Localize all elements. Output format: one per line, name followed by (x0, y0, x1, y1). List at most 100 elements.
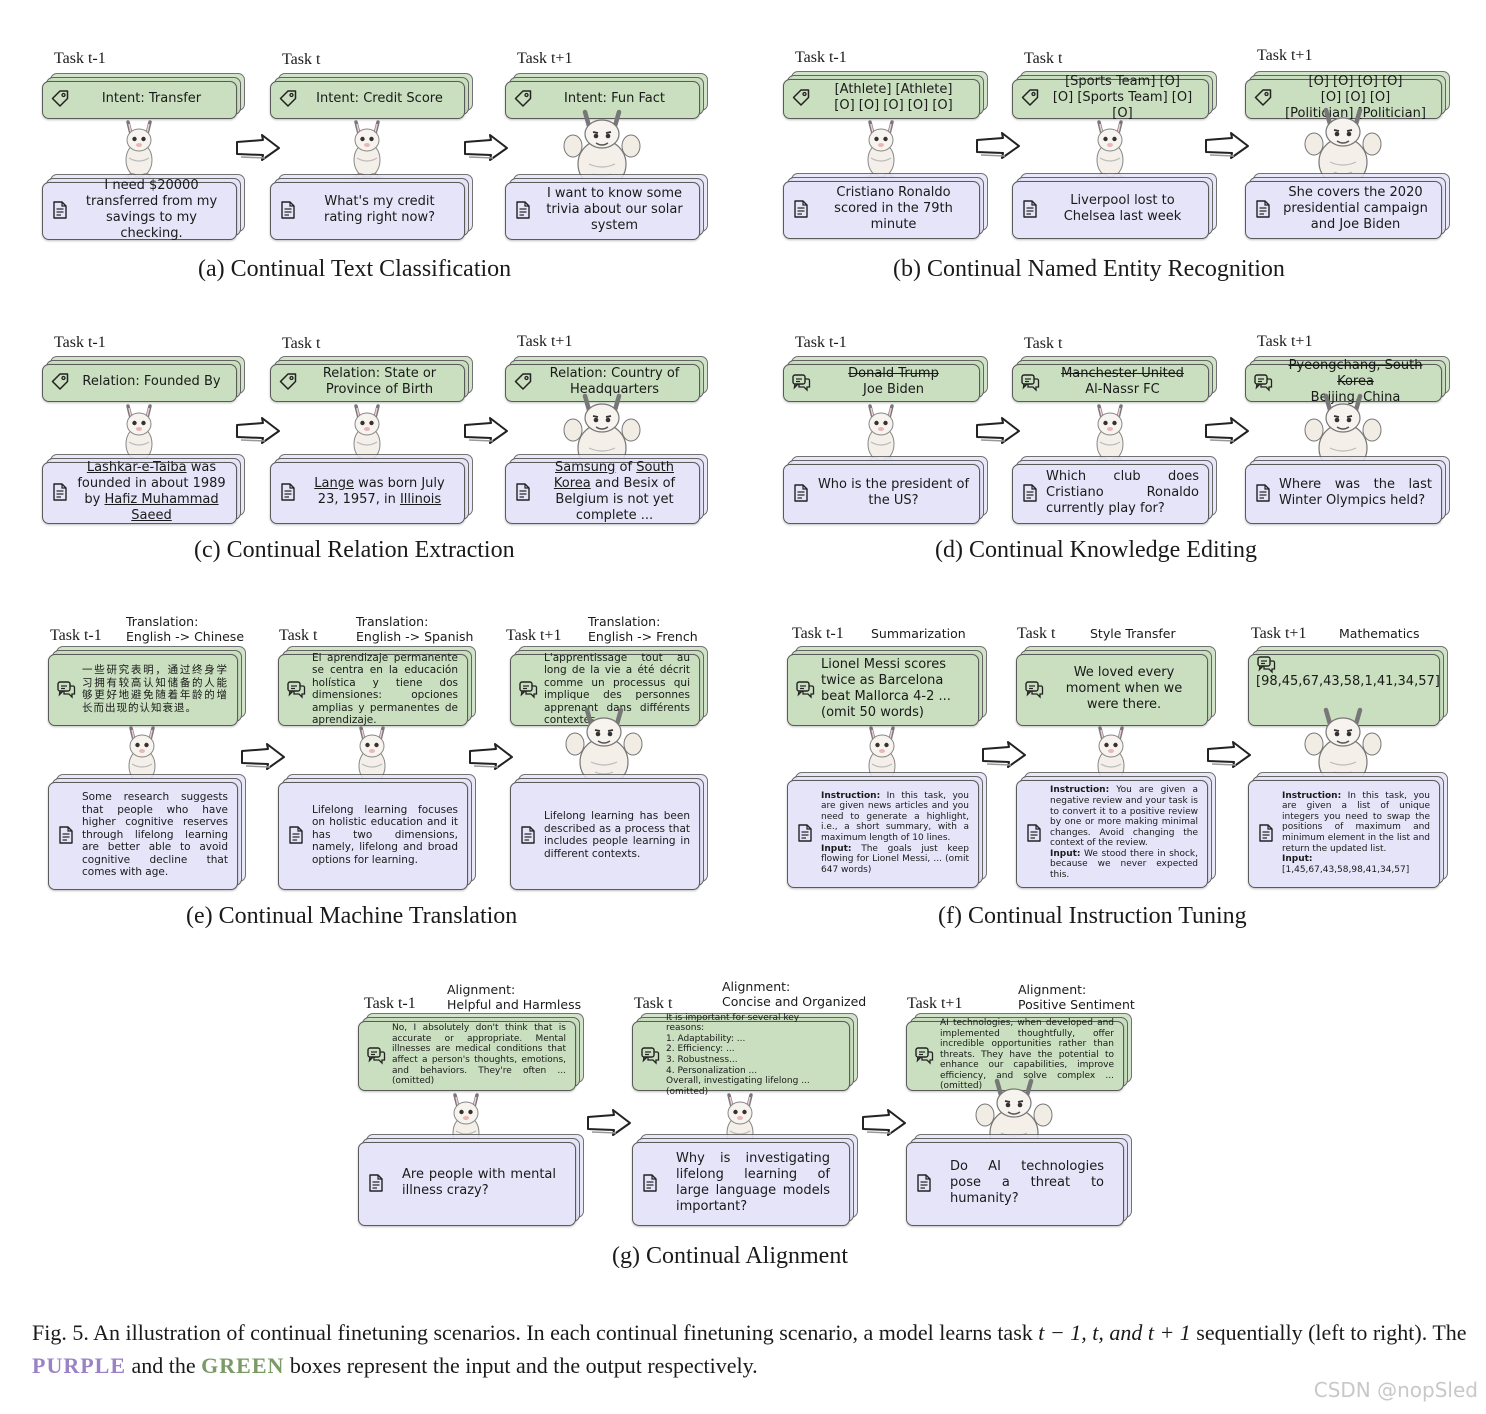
box-layer (1012, 181, 1209, 239)
box-text: Samsung of South Korea and Besix of Belg… (539, 460, 690, 524)
box-content: El aprendizaje permanente se centra en l… (278, 651, 466, 727)
subtask-label: Alignment: (1018, 982, 1087, 997)
figure-caption-suffix: boxes represent the input and the output… (284, 1353, 758, 1378)
input-box: Do AI technologies pose a threat to huma… (906, 1134, 1132, 1226)
box-layer (48, 782, 238, 890)
document-icon (53, 201, 67, 219)
document-icon (917, 1174, 931, 1192)
new-fact: Joe Biden (863, 382, 924, 397)
box-content: Lifelong learning has been described as … (510, 782, 698, 888)
output-text: L'apprentissage tout au long de la vie a… (544, 651, 690, 727)
box-content: Relation: State or Province of Birth (270, 364, 463, 400)
subtask-label: Style Transfer (1090, 626, 1176, 641)
box-text: Intent: Transfer (76, 91, 227, 107)
box-content: Cristiano Ronaldo scored in the 79th min… (783, 181, 978, 237)
task-label: Task t-1 (54, 50, 106, 67)
box-text: No, I absolutely don't think that is acc… (392, 1023, 566, 1087)
box-content: Why is investigating lifelong learning o… (632, 1142, 848, 1224)
chat-icon (915, 1047, 934, 1065)
input-text: The goals just keep flowing for Lionel M… (821, 843, 969, 875)
box-layer (42, 81, 237, 119)
box-layer (270, 462, 465, 524)
output-box: Intent: Transfer (42, 73, 245, 119)
task-label: Task t (1024, 50, 1063, 67)
output-text: No, I absolutely don't think that is acc… (392, 1023, 566, 1087)
instruction-key: Instruction: (1050, 785, 1110, 796)
box-content: Which club does Cristiano Ronaldo curren… (1012, 464, 1207, 522)
tag-icon (279, 90, 297, 107)
output-line: 4. Personalization ... (666, 1065, 758, 1076)
box-layer (505, 81, 700, 119)
input-text: Where was the last Winter Olympics held? (1279, 477, 1432, 508)
box-layer (783, 181, 980, 239)
input-box: Are people with mental illness crazy? (358, 1134, 584, 1226)
entity-tail: Illinois (399, 492, 442, 507)
box-content: Relation: Founded By (42, 364, 235, 400)
output-box: [Athlete] [Athlete][O] [O] [O] [O] [O] (783, 71, 988, 119)
box-layer (787, 654, 979, 726)
subtask-label: English -> Spanish (356, 629, 474, 644)
new-fact: Al-Nassr FC (1085, 382, 1160, 397)
task-label: Task t (282, 335, 321, 352)
task-label: Task t-1 (54, 334, 106, 351)
box-text: AI technologies, when developed and impl… (940, 1018, 1114, 1092)
task-label: Task t-1 (364, 995, 416, 1012)
box-content: Some research suggests that people who h… (48, 782, 236, 888)
output-line: [Athlete] [Athlete] (834, 82, 953, 97)
box-content: I need $20000 transferred from my saving… (42, 178, 235, 241)
subtask-label: Translation: (126, 614, 199, 629)
box-layer (783, 464, 980, 524)
box-text: Intent: Credit Score (304, 91, 455, 107)
subtask-label: Summarization (871, 626, 966, 641)
input-box: Cristiano Ronaldo scored in the 79th min… (783, 173, 988, 239)
box-text: Cristiano Ronaldo scored in the 79th min… (817, 185, 970, 233)
input-key: Input: (1282, 854, 1313, 865)
box-content: I want to know some trivia about our sol… (505, 182, 698, 238)
subtask-label: Translation: (588, 614, 661, 629)
task-label: Task t-1 (792, 625, 844, 642)
box-layer (1248, 654, 1440, 726)
input-key: Input: (1050, 848, 1081, 859)
tag-icon (514, 373, 532, 390)
output-text: [98,45,67,43,58,1,41,34,57] (1256, 674, 1440, 689)
chat-icon (367, 1047, 386, 1065)
box-text: Relation: State or Province of Birth (304, 366, 455, 398)
entity-head: Samsung (555, 460, 616, 475)
subtask-label: Helpful and Harmless (447, 997, 582, 1012)
output-text: Intent: Transfer (101, 91, 202, 106)
subtask-label: Translation: (356, 614, 429, 629)
chat-icon (287, 681, 306, 699)
tag-icon (792, 89, 810, 106)
input-box: Some research suggests that people who h… (48, 774, 246, 890)
arrow-right-icon (464, 134, 508, 161)
box-layer (906, 1142, 1124, 1226)
box-text: Intent: Fun Fact (539, 91, 690, 107)
task-label: Task t-1 (795, 334, 847, 351)
arrow-right-icon (982, 741, 1026, 768)
output-text: El aprendizaje permanente se centra en l… (312, 651, 458, 727)
chat-icon (1254, 374, 1273, 392)
task-label: Task t+1 (506, 627, 562, 644)
chat-icon (519, 681, 538, 699)
input-text: was founded in about 1989 by (77, 460, 226, 507)
chat-icon (796, 681, 815, 699)
box-text: Which club does Cristiano Ronaldo curren… (1046, 469, 1199, 517)
tag-icon (51, 90, 69, 107)
box-text: Instruction: In this task, you are given… (1282, 791, 1430, 876)
box-layer (270, 364, 465, 402)
output-box: Intent: Fun Fact (505, 73, 708, 119)
box-layer (1016, 780, 1208, 888)
box-layer (510, 654, 700, 726)
box-layer (1012, 364, 1209, 402)
task-label: Task t-1 (50, 627, 102, 644)
tag-icon (514, 90, 532, 107)
panel-b-caption: (b) Continual Named Entity Recognition (893, 256, 1285, 282)
box-content: What's my credit rating right now? (270, 182, 463, 238)
box-layer (358, 1142, 576, 1226)
entity-tail: Hafiz Muhammad Saeed (104, 492, 219, 523)
task-label: Task t (634, 995, 673, 1012)
input-box: I want to know some trivia about our sol… (505, 174, 708, 240)
task-label: Task t (1024, 335, 1063, 352)
